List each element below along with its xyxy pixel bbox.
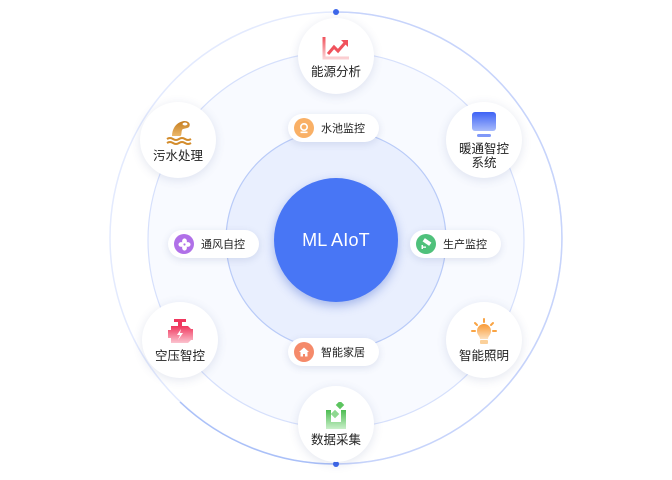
pill-smart-home[interactable]: 智能家居 [288,338,379,366]
node-label: 智能照明 [458,347,509,363]
pill-label: 智能家居 [321,346,365,359]
node-smart-lighting[interactable]: 智能照明 [446,302,522,378]
pill-production-monitoring[interactable]: 生产监控 [410,230,501,258]
node-sewage-treatment[interactable]: 污水处理 [140,102,216,178]
node-compressor-control[interactable]: 空压智控 [142,302,218,378]
fan-icon [174,234,194,254]
pill-ventilation-control[interactable]: 通风自控 [168,230,259,258]
node-hvac-control[interactable]: 暖通智控 系统 [446,102,522,178]
trend-chart-icon [322,36,349,59]
node-label: 空压智控 [154,347,205,363]
sewage-icon [166,120,192,145]
node-label-line1: 暖通智控 [458,140,509,156]
cctv-icon [416,234,436,254]
pill-pool-monitoring[interactable]: 水池监控 [288,114,379,142]
monitor-icon [472,111,496,137]
lightbulb-icon [471,317,497,344]
pill-label: 水池监控 [321,122,365,135]
home-icon [294,342,314,362]
node-energy-analysis[interactable]: 能源分析 [298,18,374,94]
engine-icon [168,318,193,343]
data-collect-icon [326,401,346,429]
node-label: 数据采集 [310,431,361,447]
center-hub[interactable]: ML AIoT [274,178,398,302]
node-label: 污水处理 [152,147,203,163]
pill-label: 通风自控 [201,238,245,251]
pill-label: 生产监控 [443,238,487,251]
node-label: 能源分析 [310,63,361,79]
camera-icon [294,118,314,138]
center-label: ML AIoT [302,229,370,250]
node-label-line2: 系统 [471,154,497,170]
node-data-collection[interactable]: 数据采集 [298,386,374,462]
